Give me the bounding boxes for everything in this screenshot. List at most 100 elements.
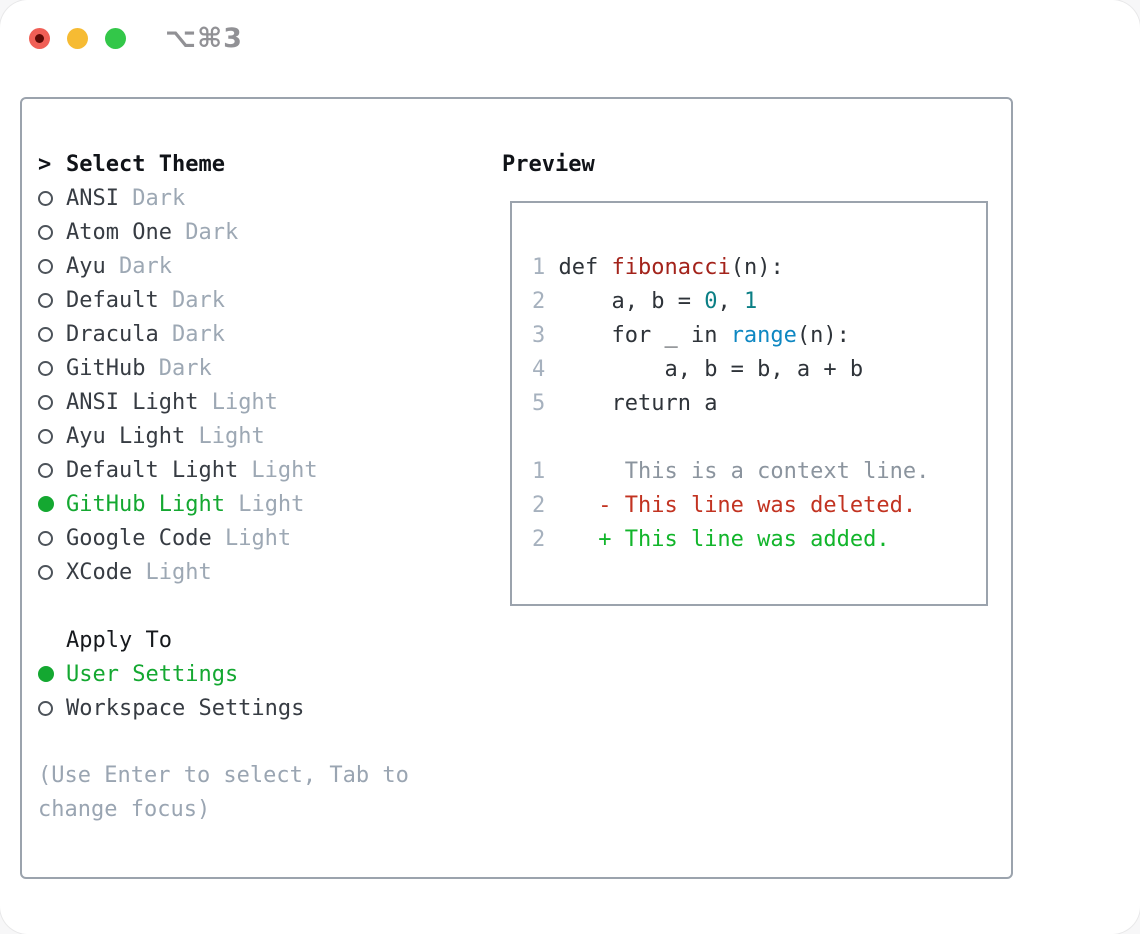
token-deleted: - This line was deleted. bbox=[545, 493, 917, 518]
theme-option-github[interactable]: GitHub Dark bbox=[38, 351, 482, 385]
token-code: a, b = bbox=[545, 289, 705, 314]
theme-variant-tag: Dark bbox=[105, 253, 172, 279]
option-label: ANSI bbox=[66, 185, 119, 211]
theme-variant-tag: Dark bbox=[158, 287, 225, 313]
token-function: fibonacci bbox=[611, 255, 731, 280]
radio-icon bbox=[38, 326, 53, 342]
theme-option-ayu-light[interactable]: Ayu Light Light bbox=[38, 419, 482, 453]
line-number: 4 bbox=[532, 357, 546, 382]
option-label: ANSI Light bbox=[66, 389, 199, 415]
option-label: Google Code bbox=[66, 525, 212, 551]
line-number: 1 bbox=[532, 255, 546, 280]
spacer bbox=[38, 589, 482, 623]
token-added: + This line was added. bbox=[545, 527, 890, 552]
line-number: 2 bbox=[532, 289, 546, 314]
option-label: Dracula bbox=[66, 321, 159, 347]
radio-icon bbox=[38, 360, 53, 376]
theme-option-ansi[interactable]: ANSI Dark bbox=[38, 181, 482, 215]
theme-option-dracula[interactable]: Dracula Dark bbox=[38, 317, 482, 351]
theme-option-xcode[interactable]: XCode Light bbox=[38, 555, 482, 589]
theme-variant-tag: Dark bbox=[145, 355, 212, 381]
radio-icon bbox=[38, 258, 53, 274]
radio-icon bbox=[38, 462, 53, 478]
radio-icon bbox=[38, 428, 53, 444]
diff-line: 1 This is a context line. bbox=[532, 455, 986, 489]
option-label: User Settings bbox=[66, 661, 239, 687]
theme-variant-tag: Light bbox=[238, 457, 318, 483]
theme-option-ayu[interactable]: Ayu Dark bbox=[38, 249, 482, 283]
option-label: XCode bbox=[66, 559, 133, 585]
token-code: a, b = b, a + b bbox=[545, 357, 864, 382]
option-label: GitHub Light bbox=[66, 491, 225, 517]
token-builtin: range bbox=[730, 323, 797, 348]
token-number: 0 bbox=[704, 289, 718, 314]
token-code: for _ in bbox=[545, 323, 731, 348]
window-titlebar: ⌥⌘3 bbox=[0, 0, 1140, 76]
theme-variant-tag: Dark bbox=[158, 321, 225, 347]
radio-icon bbox=[38, 224, 53, 240]
line-number: 2 bbox=[532, 493, 546, 518]
token-number: 1 bbox=[743, 289, 758, 314]
token-code: def bbox=[545, 255, 612, 280]
line-number: 3 bbox=[532, 323, 546, 348]
window-title: ⌥⌘3 bbox=[165, 22, 243, 54]
theme-option-github-light[interactable]: GitHub Light Light bbox=[38, 487, 482, 521]
theme-option-default[interactable]: Default Dark bbox=[38, 283, 482, 317]
line-number: 5 bbox=[532, 391, 546, 416]
radio-icon bbox=[38, 292, 53, 308]
diff-line: 2 - This line was deleted. bbox=[532, 489, 986, 523]
token-code: return a bbox=[545, 391, 718, 416]
blank-line bbox=[532, 421, 986, 455]
apply-to-header-label: Apply To bbox=[66, 627, 172, 653]
option-label: Workspace Settings bbox=[66, 695, 305, 721]
diff-line: 2 + This line was added. bbox=[532, 523, 986, 557]
maximize-button[interactable] bbox=[105, 27, 126, 49]
preview-header-label: Preview bbox=[502, 151, 595, 177]
theme-option-ansi-light[interactable]: ANSI Light Light bbox=[38, 385, 482, 419]
token-code: , bbox=[717, 289, 744, 314]
theme-variant-tag: Light bbox=[185, 423, 265, 449]
hint-text: (Use Enter to select, Tab to change focu… bbox=[38, 763, 409, 822]
radio-icon bbox=[38, 394, 53, 410]
code-line: 1 def fibonacci(n): bbox=[532, 251, 986, 285]
line-number: 1 bbox=[532, 459, 546, 484]
theme-variant-tag: Light bbox=[198, 389, 278, 415]
theme-option-default-light[interactable]: Default Light Light bbox=[38, 453, 482, 487]
option-label: Ayu Light bbox=[66, 423, 186, 449]
radio-icon bbox=[38, 700, 53, 716]
preview-column: Preview 1 def fibonacci(n):2 a, b = 0, 1… bbox=[482, 147, 1011, 877]
radio-selected-icon bbox=[38, 666, 54, 682]
apply-to-header: Apply To bbox=[38, 623, 482, 657]
apply-option-workspace-settings[interactable]: Workspace Settings bbox=[38, 691, 482, 725]
token-code: (n): bbox=[796, 323, 850, 348]
option-label: Default bbox=[66, 287, 159, 313]
code-line: 5 return a bbox=[532, 387, 986, 421]
theme-variant-tag: Light bbox=[211, 525, 292, 551]
line-number: 2 bbox=[532, 527, 546, 552]
theme-variant-tag: Light bbox=[224, 491, 305, 517]
option-label: Default Light bbox=[66, 457, 239, 483]
minimize-button[interactable] bbox=[67, 27, 88, 49]
option-label: GitHub bbox=[66, 355, 146, 381]
cursor-arrow-icon: > bbox=[38, 151, 52, 177]
code-line: 2 a, b = 0, 1 bbox=[532, 285, 986, 319]
theme-variant-tag: Dark bbox=[171, 219, 239, 245]
theme-variant-tag: Light bbox=[132, 559, 212, 585]
close-button[interactable] bbox=[29, 27, 50, 49]
select-theme-header: > Select Theme bbox=[38, 147, 482, 181]
theme-option-atom-one[interactable]: Atom One Dark bbox=[38, 215, 482, 249]
code-line: 4 a, b = b, a + b bbox=[532, 353, 986, 387]
radio-icon bbox=[38, 530, 53, 546]
select-theme-header-label: Select Theme bbox=[66, 151, 225, 177]
option-label: Atom One bbox=[66, 219, 172, 245]
theme-variant-tag: Dark bbox=[118, 185, 186, 211]
radio-selected-icon bbox=[38, 496, 54, 512]
radio-icon bbox=[38, 564, 53, 580]
theme-option-google-code[interactable]: Google Code Light bbox=[38, 521, 482, 555]
code-line: 3 for _ in range(n): bbox=[532, 319, 986, 353]
apply-option-user-settings[interactable]: User Settings bbox=[38, 657, 482, 691]
